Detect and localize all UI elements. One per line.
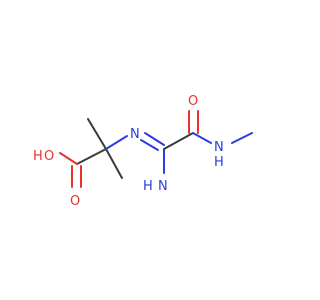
alpha-carbon-to-carboxyl-bond — [76, 148, 107, 165]
imine-c-n-double-bond-outer — [144, 132, 165, 146]
methyl-bond-top — [87, 118, 107, 150]
amide-hydrogen-label: H — [214, 155, 224, 170]
amide-c-n-bond — [192, 132, 212, 144]
imine-c-n-double-bond-inner — [140, 139, 159, 151]
carboxyl-c-oh-bond — [59, 152, 78, 165]
amidine-nitrogen-label: N — [158, 179, 168, 194]
amidine-c-to-amide-c-bond — [163, 132, 194, 150]
imine-nitrogen-label: N — [130, 127, 140, 142]
amide-nitrogen-label: N — [214, 140, 224, 155]
carboxyl-hydroxyl-hydrogen-label: H — [33, 149, 43, 164]
carboxyl-carbonyl-oxygen-label: O — [70, 194, 80, 209]
methyl-bond-right — [105, 148, 123, 179]
amidine-hydrogen-label: H — [143, 179, 153, 194]
molecule-diagram: O H O N N H O N H — [33, 94, 253, 209]
carboxyl-hydroxyl-oxygen-label: O — [44, 149, 54, 164]
alpha-carbon-to-imine-n-bond — [105, 135, 128, 150]
amide-carbonyl-oxygen-label: O — [188, 94, 198, 109]
amide-n-methyl-bond — [231, 132, 253, 144]
